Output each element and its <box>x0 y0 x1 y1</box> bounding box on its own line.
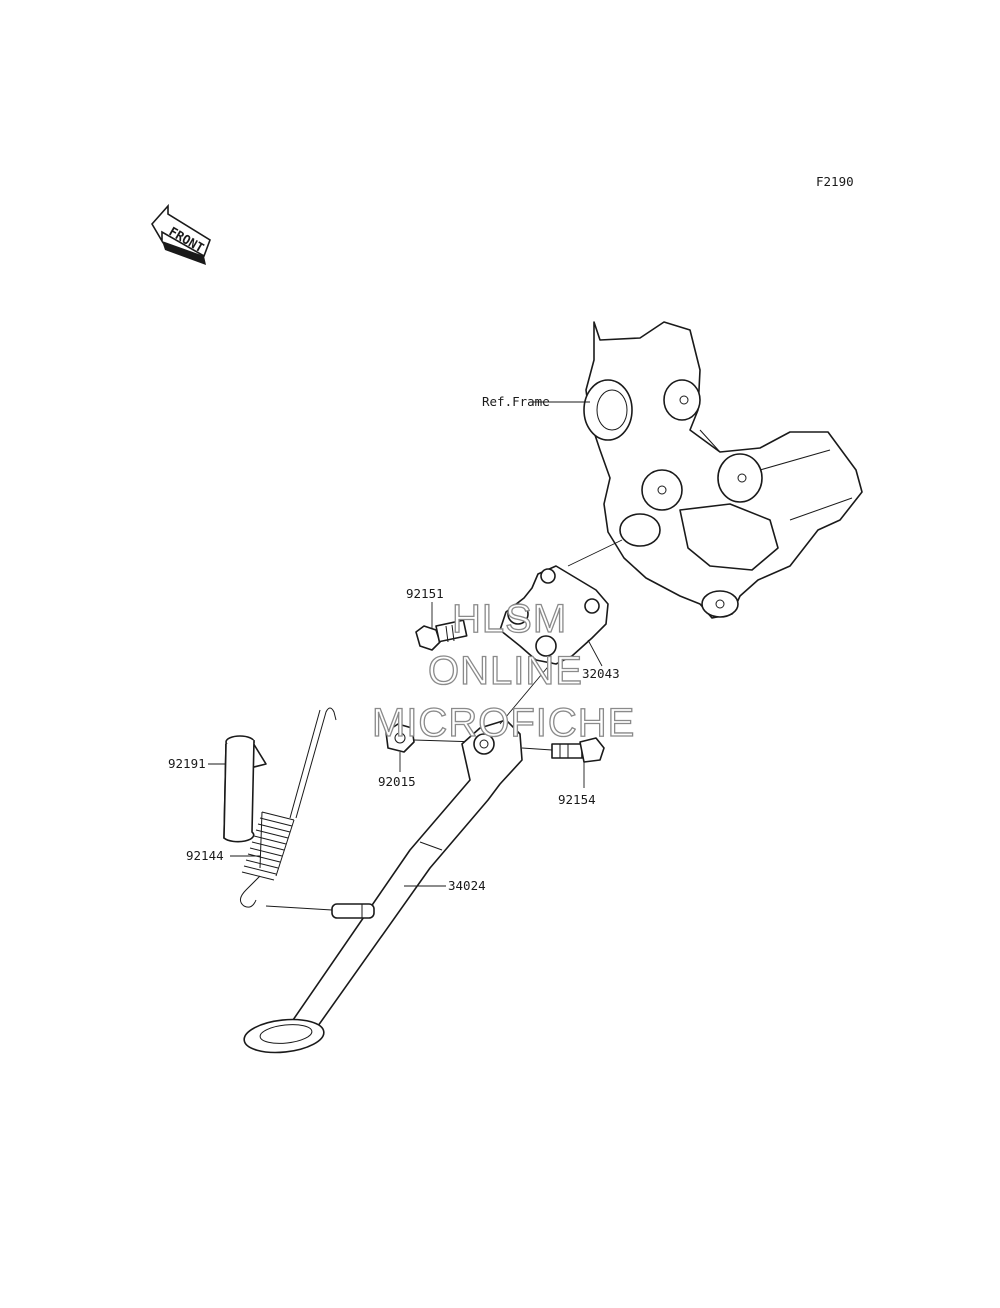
label-34024: 34024 <box>448 878 486 893</box>
label-ref-frame: Ref.Frame <box>482 394 550 409</box>
watermark-line3: MICROFICHE <box>372 701 635 745</box>
watermark-line1: HLSM <box>452 597 567 641</box>
watermark-line2: ONLINE <box>428 649 583 693</box>
bolt-guide-line <box>521 747 553 751</box>
spring-92144 <box>240 707 337 908</box>
label-92015: 92015 <box>378 774 416 789</box>
front-arrow-icon: FRONT <box>151 203 211 265</box>
nut-92015 <box>385 723 415 753</box>
bolt-92154 <box>551 737 605 763</box>
label-92144: 92144 <box>186 848 224 863</box>
label-92191: 92191 <box>168 756 206 771</box>
diagram-code: F2190 <box>816 174 854 189</box>
leader-32043 <box>587 639 603 667</box>
side-stand-34024 <box>243 719 523 1054</box>
spring-pin <box>331 903 375 919</box>
stand-bracket-32043 <box>499 565 609 665</box>
frame-reference <box>583 321 863 619</box>
label-92151: 92151 <box>406 586 444 601</box>
watermark: HLSM ONLINE MICROFICHE <box>371 596 635 745</box>
pin-guide-line <box>265 905 333 911</box>
collar-92191 <box>223 735 267 843</box>
label-92154: 92154 <box>558 792 596 807</box>
bracket-frame-guide <box>567 539 623 567</box>
bolt-92151 <box>415 619 468 651</box>
stand-bracket-guide <box>499 661 553 725</box>
label-32043: 32043 <box>582 666 620 681</box>
